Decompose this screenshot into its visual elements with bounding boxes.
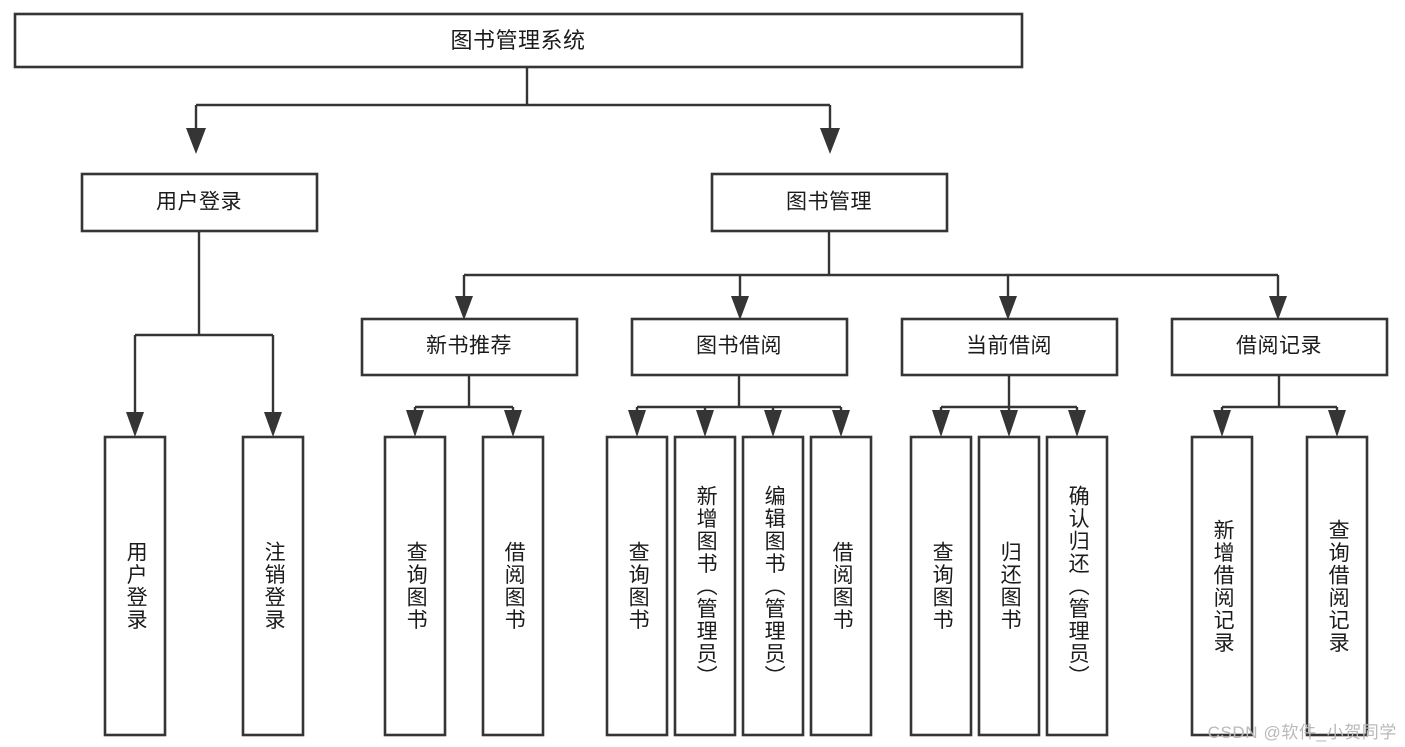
leaf-box-user-login-2[interactable] — [241, 435, 305, 737]
leaf-box-current-borrow-2[interactable] — [977, 435, 1041, 737]
arrow-head-borrow-record-leaf-1 — [1213, 410, 1231, 437]
node-new-book-recommend-box[interactable] — [360, 317, 579, 377]
arrow-head-current-borrow — [999, 296, 1017, 320]
connector-group-borrow-record — [1213, 375, 1346, 437]
arrow-head-new-book-leaf-2 — [504, 410, 522, 437]
node-user-login[interactable]: 用户登录 — [80, 172, 319, 233]
node-user-login-label: 用户登录 — [156, 191, 242, 214]
arrow-head-current-borrow-leaf-3 — [1068, 410, 1086, 437]
leaf-box-book-borrow-2[interactable] — [673, 435, 737, 737]
arrow-head-book-borrow — [731, 296, 749, 320]
node-book-borrow-box[interactable] — [630, 317, 849, 377]
arrow-head-new-book-leaf-1 — [406, 410, 424, 437]
arrow-head-book-borrow-leaf-4 — [832, 410, 850, 437]
leaf-box-user-login-1[interactable] — [103, 435, 167, 737]
leaf-box-current-borrow-3[interactable] — [1045, 435, 1109, 737]
leaf-box-borrow-record-2[interactable] — [1305, 435, 1369, 737]
arrow-head-book-mgmt — [820, 128, 840, 154]
connector-group-book-mgmt — [455, 232, 1287, 320]
leaf-box-new-book-2[interactable] — [481, 435, 545, 737]
leaf-box-book-borrow-1[interactable] — [605, 435, 669, 737]
node-new-book-recommend-label: 新书推荐 — [426, 335, 512, 358]
node-root-box[interactable] — [13, 12, 1024, 69]
leaf-box-book-borrow-3[interactable] — [741, 435, 805, 737]
csdn-watermark: CSDN @软件_小贺同学 — [1207, 723, 1397, 742]
arrow-head-book-borrow-leaf-1 — [628, 410, 646, 437]
leaf-box-current-borrow-1[interactable] — [909, 435, 973, 737]
node-book-management[interactable]: 图书管理 — [710, 172, 949, 233]
arrow-head-new-book — [455, 296, 473, 320]
node-borrow-record[interactable]: 借阅记录 — [1170, 317, 1389, 377]
node-book-management-label: 图书管理 — [786, 191, 872, 214]
node-root-label: 图书管理系统 — [450, 28, 585, 53]
node-current-borrow-box[interactable] — [900, 317, 1119, 377]
arrow-head-book-borrow-leaf-3 — [764, 410, 782, 437]
arrow-head-current-borrow-leaf-1 — [932, 410, 950, 437]
node-user-login-box[interactable] — [80, 172, 319, 233]
connector-group-new-book — [406, 375, 522, 437]
node-root[interactable]: 图书管理系统 — [13, 12, 1024, 69]
leaf-box-new-book-1[interactable] — [383, 435, 447, 737]
leaf-box-book-borrow-4[interactable] — [809, 435, 873, 737]
connector-group-current-borrow — [932, 375, 1086, 437]
arrow-head-current-borrow-leaf-2 — [1000, 410, 1018, 437]
node-new-book-recommend[interactable]: 新书推荐 — [360, 317, 579, 377]
arrow-head-borrow-record — [1269, 296, 1287, 320]
node-book-borrow-label: 图书借阅 — [696, 335, 782, 358]
node-book-management-box[interactable] — [710, 172, 949, 233]
node-current-borrow-label: 当前借阅 — [966, 335, 1052, 358]
connector-group-root — [186, 67, 840, 154]
arrow-head-user-login-leaf-1 — [126, 412, 144, 437]
arrow-head-borrow-record-leaf-2 — [1328, 410, 1346, 437]
leaf-box-borrow-record-1[interactable] — [1190, 435, 1254, 737]
node-book-borrow[interactable]: 图书借阅 — [630, 317, 849, 377]
node-current-borrow[interactable]: 当前借阅 — [900, 317, 1119, 377]
arrow-head-book-borrow-leaf-2 — [696, 410, 714, 437]
connector-group-book-borrow — [628, 375, 850, 437]
node-borrow-record-label: 借阅记录 — [1236, 335, 1322, 358]
arrow-head-user-login-leaf-2 — [264, 412, 282, 437]
arrow-head-user-login — [186, 128, 206, 154]
connector-group-user-login — [126, 232, 282, 437]
node-borrow-record-box[interactable] — [1170, 317, 1389, 377]
